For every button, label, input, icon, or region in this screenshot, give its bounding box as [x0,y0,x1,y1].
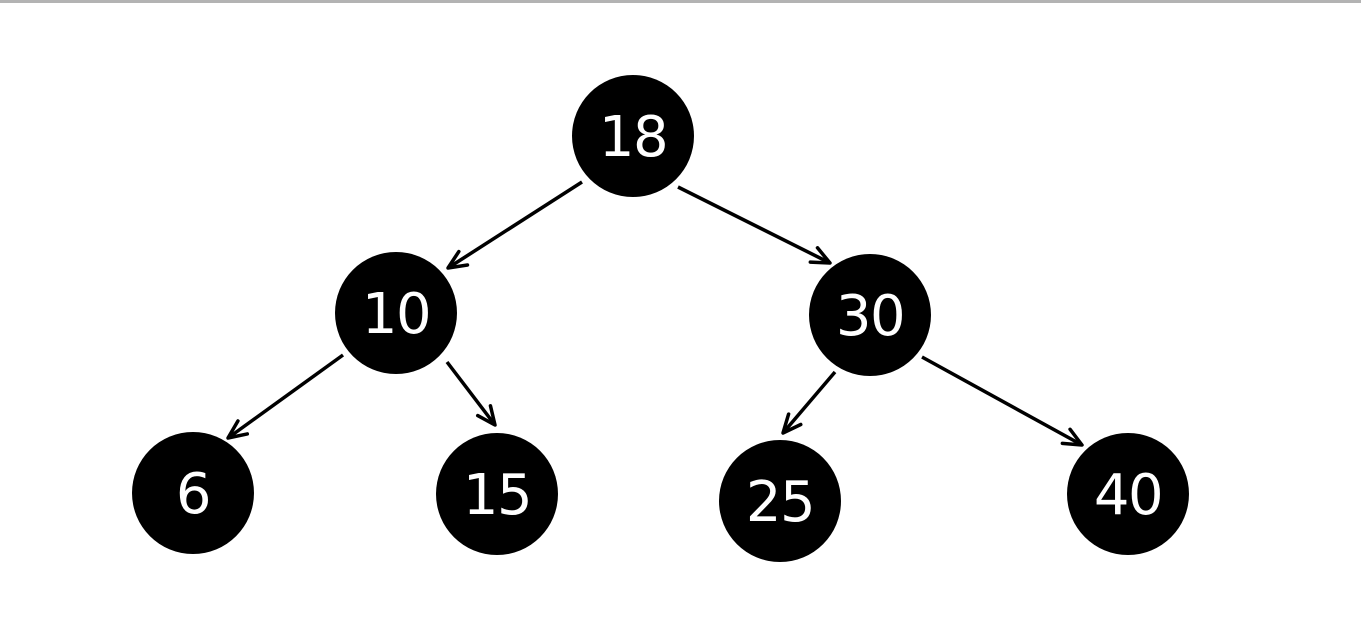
tree-node-circle-15 [436,433,558,555]
tree-edge-18-10 [446,180,583,270]
tree-node-circle-25 [719,440,841,562]
tree-node-6: 6 [132,432,254,554]
tree-node-circle-30 [809,254,931,376]
tree-edge-18-30 [677,185,832,265]
tree-node-10: 10 [335,252,457,374]
tree-node-label-10: 10 [362,282,430,347]
tree-node-circle-40 [1067,433,1189,555]
edges-layer [226,180,1084,447]
tree-edge-30-40 [921,355,1084,447]
tree-edge-10-15 [445,360,497,427]
tree-node-label-18: 18 [599,105,667,170]
tree-node-25: 25 [719,440,841,562]
tree-node-15: 15 [436,433,558,555]
window-top-border [0,0,1361,3]
tree-node-circle-6 [132,432,254,554]
tree-node-label-30: 30 [836,284,904,349]
tree-node-label-25: 25 [746,470,814,535]
tree-node-circle-10 [335,252,457,374]
tree-node-circle-18 [572,75,694,197]
tree-node-label-6: 6 [176,462,210,527]
tree-node-label-40: 40 [1094,463,1162,528]
tree-node-40: 40 [1067,433,1189,555]
tree-node-label-15: 15 [463,463,531,528]
tree-edge-30-25 [781,370,837,435]
tree-node-18: 18 [572,75,694,197]
tree-node-30: 30 [809,254,931,376]
nodes-layer: 18 10 30 6 15 25 40 [132,75,1189,562]
tree-edge-10-6 [226,353,345,440]
